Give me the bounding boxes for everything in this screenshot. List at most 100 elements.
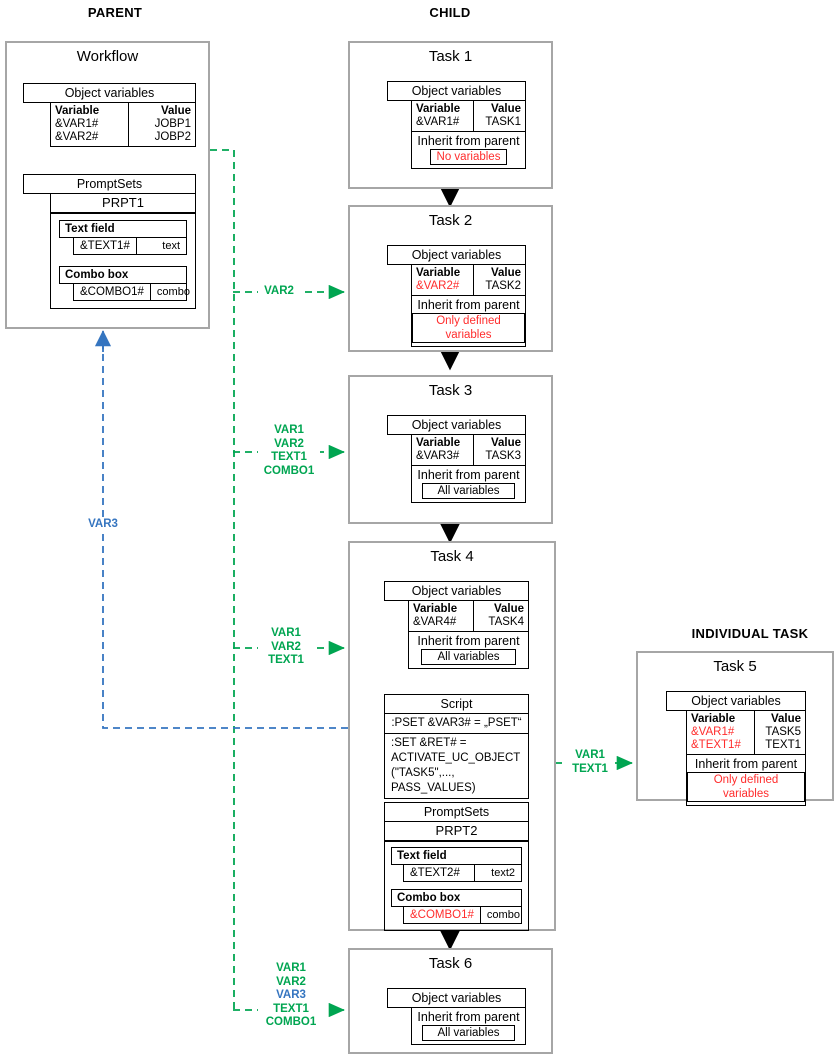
task6-box[interactable]: Task 6 Object variables Inherit from par… <box>348 948 553 1054</box>
text-field-label: Text field <box>391 847 522 865</box>
col-variable: Variable <box>412 265 474 280</box>
combo-box-key: &COMBO1# <box>404 907 481 923</box>
combo-box-label: Combo box <box>59 266 187 284</box>
inherit-from-parent-label: Inherit from parent Only defined variabl… <box>687 754 805 805</box>
task4-script: Script :PSET &VAR3# = „PSET“ :SET &RET# … <box>384 694 529 799</box>
combo-box-row: &COMBO1# combo <box>73 284 190 301</box>
task4-box[interactable]: Task 4 Object variables Variable Value &… <box>348 541 556 931</box>
combo-box-value: combo <box>156 286 190 298</box>
col-variable: Variable <box>412 435 474 450</box>
task2-object-variables: Object variables Variable Value &VAR2# T… <box>387 245 526 347</box>
text-field-row: &TEXT1# text <box>73 238 187 255</box>
inherit-value: No variables <box>429 149 508 165</box>
task2-box[interactable]: Task 2 Object variables Variable Value &… <box>348 205 553 352</box>
script-line-activate: :SET &RET# = ACTIVATE_UC_OBJECT ("TASK5"… <box>384 734 529 799</box>
column-header-child: CHILD <box>429 5 471 20</box>
combo-box-label: Combo box <box>391 889 522 907</box>
text-field-key: &TEXT1# <box>74 238 137 254</box>
object-variables-header: Object variables <box>387 988 526 1008</box>
task5-object-variables: Object variables Variable Value &VAR1# T… <box>666 691 806 806</box>
combo-box-key: &COMBO1# <box>74 284 151 300</box>
object-variables-table: Variable Value &VAR3# TASK3 Inherit from… <box>411 435 526 503</box>
object-variables-header: Object variables <box>666 691 806 711</box>
task5-title: Task 5 <box>713 658 757 675</box>
blue-pset-wire <box>102 343 384 729</box>
object-variables-table: Variable Value &VAR4# TASK4 Inherit from… <box>408 601 529 669</box>
inherit-from-parent-label: Inherit from parent All variables <box>409 631 528 668</box>
inherit-from-parent-label: Inherit from parent All variables <box>417 1010 520 1041</box>
object-variables-header: Object variables <box>384 581 529 601</box>
promptsets-header: PromptSets <box>384 802 529 822</box>
task6-title: Task 6 <box>428 955 473 972</box>
task3-object-variables: Object variables Variable Value &VAR3# T… <box>387 415 526 503</box>
object-variables-header: Object variables <box>387 245 526 265</box>
promptset-name: PRPT1 <box>50 194 196 214</box>
wire-label-to-workflow: VAR3 <box>80 518 126 532</box>
task1-title: Task 1 <box>428 48 473 65</box>
col-variable: Variable <box>687 711 755 726</box>
col-variable: Variable <box>409 601 475 616</box>
object-variables-header: Object variables <box>387 81 526 101</box>
object-variables-table: Variable Value &VAR2# TASK2 Inherit from… <box>411 265 526 347</box>
col-value: Value <box>493 603 524 615</box>
col-value: Value <box>490 267 521 279</box>
inherit-from-parent-label: Inherit from parent Only defined variabl… <box>412 295 525 346</box>
col-value: Value <box>770 713 801 725</box>
table-row: &VAR3# TASK3 <box>412 450 525 465</box>
wire-label-to-task5: VAR1 TEXT1 <box>566 749 614 776</box>
task1-object-variables: Object variables Variable Value &VAR1# T… <box>387 81 526 169</box>
task6-object-variables: Object variables Inherit from parent All… <box>387 988 526 1045</box>
object-variables-table: Variable Value &VAR1# JOBP1 &VAR2# JOBP2 <box>50 103 196 147</box>
workflow-title: Workflow <box>76 48 139 65</box>
table-row: &VAR1# JOBP1 <box>51 118 195 131</box>
script-header: Script <box>384 694 529 714</box>
col-value: Value <box>490 103 521 115</box>
object-variables-table: Variable Value &VAR1# TASK5 &TEXT1# TEXT… <box>686 711 806 806</box>
task2-title: Task 2 <box>428 212 473 229</box>
combo-box-row: &COMBO1# combo <box>403 907 522 924</box>
wire-label-to-task4: VAR1 VAR2 TEXT1 <box>258 627 314 668</box>
task4-promptsets: PromptSets PRPT2 Text field &TEXT2# text… <box>384 802 529 931</box>
col-variable: Variable <box>412 101 474 116</box>
inherit-value: All variables <box>420 649 517 665</box>
workflow-object-variables: Object variables Variable Value &VAR1# J… <box>23 83 196 147</box>
promptsets-header: PromptSets <box>23 174 196 194</box>
promptset-fields: Text field &TEXT1# text Combo box &COMBO… <box>50 214 196 309</box>
table-row: &VAR1# TASK5 <box>687 726 805 739</box>
combo-box-value: combo <box>486 909 520 921</box>
task5-box[interactable]: Task 5 Object variables Variable Value &… <box>636 651 834 806</box>
promptset-fields: Text field &TEXT2# text2 Combo box &COMB… <box>384 842 529 931</box>
wire-label-to-task3: VAR1 VAR2 TEXT1 COMBO1 <box>258 424 320 478</box>
workflow-box[interactable]: Workflow Object variables Variable Value… <box>5 41 210 329</box>
table-row: &VAR2# TASK2 <box>412 280 525 295</box>
green-variable-bus <box>210 149 235 1010</box>
inherit-from-parent-label: Inherit from parent All variables <box>412 465 525 502</box>
text-field-key: &TEXT2# <box>404 865 475 881</box>
column-header-parent: PARENT <box>87 5 143 20</box>
promptset-name: PRPT2 <box>384 822 529 842</box>
text-field-row: &TEXT2# text2 <box>403 865 522 882</box>
task3-box[interactable]: Task 3 Object variables Variable Value &… <box>348 375 553 524</box>
inherit-value: All variables <box>422 1025 515 1041</box>
col-value: Value <box>160 105 191 117</box>
inherit-value: All variables <box>422 483 515 499</box>
table-row: &VAR4# TASK4 <box>409 616 528 631</box>
object-variables-header: Object variables <box>23 83 196 103</box>
col-value: Value <box>490 437 521 449</box>
text-field-value: text <box>162 240 180 252</box>
col-variable: Variable <box>51 103 130 118</box>
column-header-individual-task: INDIVIDUAL TASK <box>691 626 809 641</box>
task4-title: Task 4 <box>430 548 474 565</box>
object-variables-table: Variable Value &VAR1# TASK1 Inherit from… <box>411 101 526 169</box>
workflow-promptsets: PromptSets PRPT1 Text field &TEXT1# text… <box>23 174 196 309</box>
task4-object-variables: Object variables Variable Value &VAR4# T… <box>384 581 529 669</box>
table-row: &TEXT1# TEXT1 <box>687 739 805 754</box>
inherit-value: Only defined variables <box>412 313 525 343</box>
text-field-value: text2 <box>491 867 515 879</box>
inherit-value: Only defined variables <box>687 772 805 802</box>
wire-label-to-task6: VAR1 VAR2 VAR3 TEXT1 COMBO1 <box>258 962 324 1030</box>
task1-box[interactable]: Task 1 Object variables Variable Value &… <box>348 41 553 189</box>
wire-label-to-task2: VAR2 <box>258 285 300 299</box>
script-line-pset: :PSET &VAR3# = „PSET“ <box>384 714 529 734</box>
table-row: &VAR2# JOBP2 <box>51 131 195 146</box>
